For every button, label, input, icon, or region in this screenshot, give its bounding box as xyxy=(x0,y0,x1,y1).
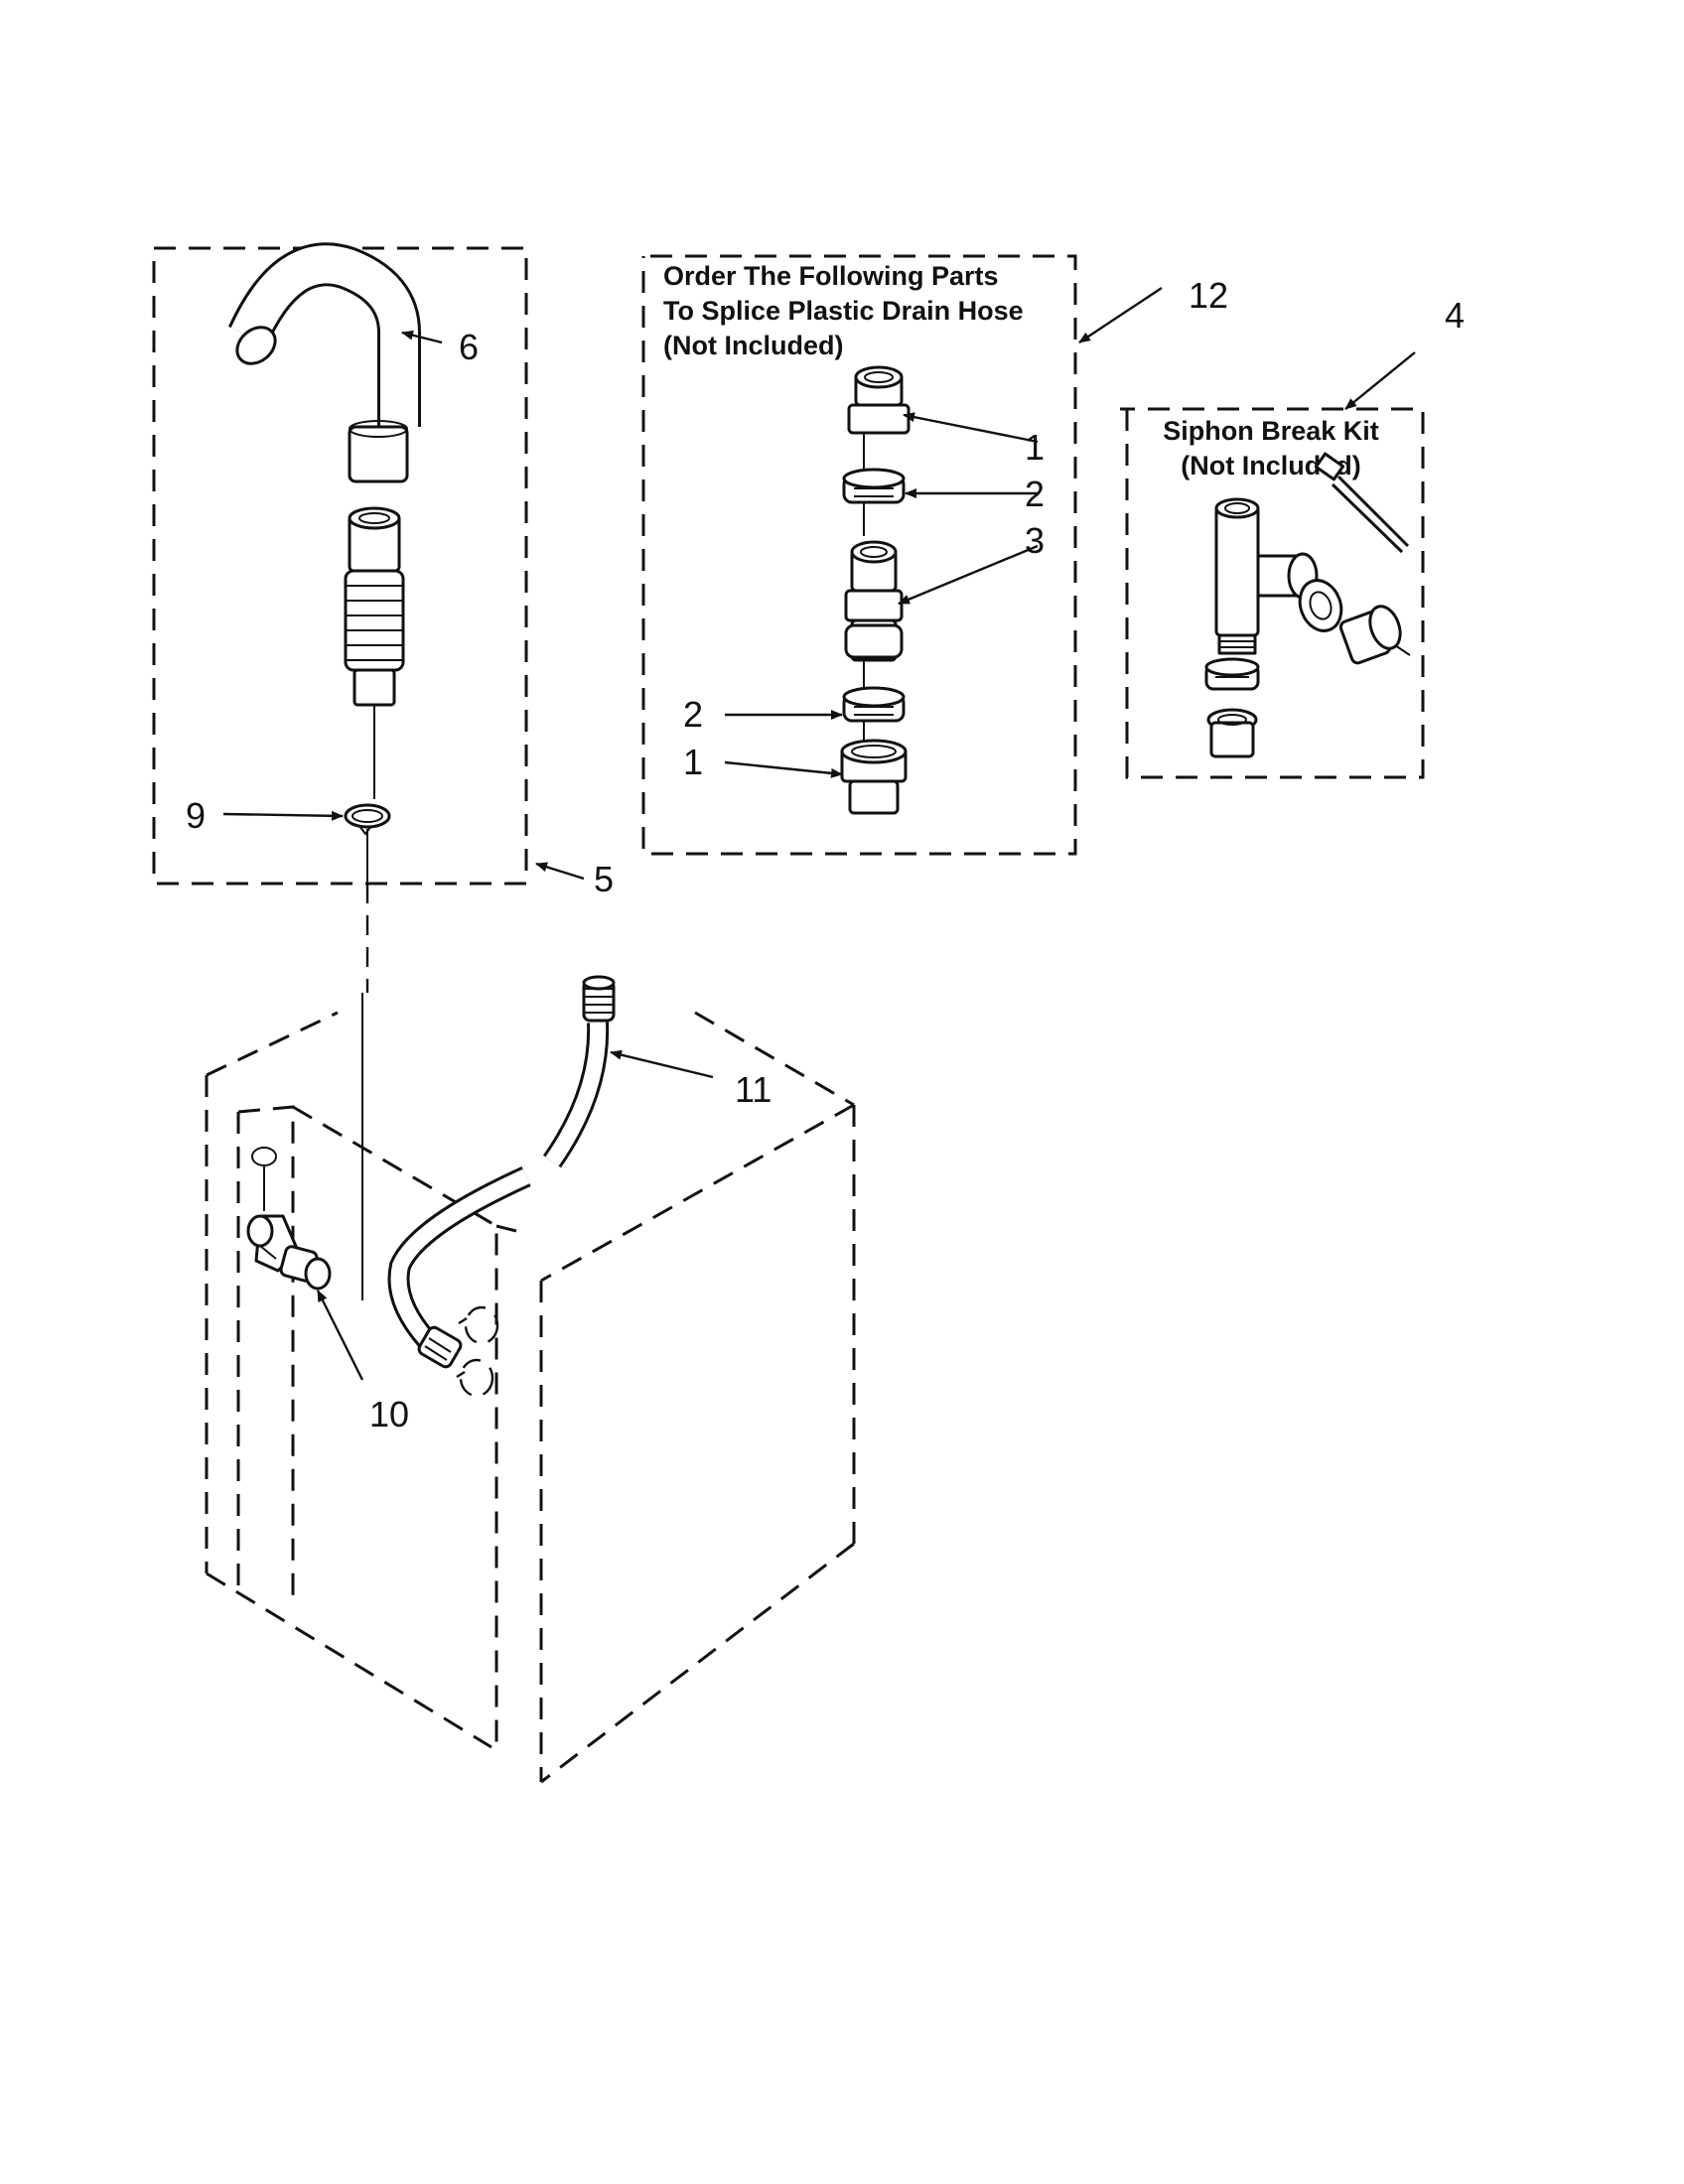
hose-connector xyxy=(844,540,904,695)
splice-box-heading-line1: Order The Following Parts xyxy=(663,261,999,291)
callout-12: 12 xyxy=(1189,275,1228,316)
drain-hose-hook xyxy=(227,242,421,483)
callout-4: 4 xyxy=(1445,295,1465,336)
splice-clamp-top xyxy=(842,468,906,536)
siphon-box-heading-line1: Siphon Break Kit xyxy=(1163,416,1379,446)
hose-coupling-top xyxy=(847,365,911,475)
callout-11: 11 xyxy=(735,1069,772,1110)
cable-tie xyxy=(1314,452,1410,554)
callout-9: 9 xyxy=(186,795,206,836)
callout-2-top: 2 xyxy=(1025,474,1045,514)
splice-box-heading-line3: (Not Included) xyxy=(663,331,843,360)
leader-arrows xyxy=(222,286,1416,1381)
drain-outlet xyxy=(246,1147,332,1291)
splice-parts-boundary xyxy=(641,254,1077,856)
corrugated-hose-end xyxy=(344,506,405,799)
siphon-clamp xyxy=(1204,657,1260,691)
callout-labels: 6 9 5 12 4 1 2 3 2 1 11 10 xyxy=(186,275,1465,1434)
inlet-hose xyxy=(387,975,616,1369)
callout-10: 10 xyxy=(369,1394,409,1434)
siphon-adapter xyxy=(1338,605,1411,665)
water-faucets xyxy=(456,1305,499,1398)
callout-3: 3 xyxy=(1025,520,1045,561)
hose-clamp xyxy=(344,803,391,836)
splice-clamp-bottom xyxy=(842,686,906,745)
callout-2-bottom: 2 xyxy=(683,694,703,735)
washer-cabinet-outline xyxy=(205,1011,856,1784)
callout-6: 6 xyxy=(459,327,479,367)
siphon-coupling xyxy=(1206,708,1258,758)
splice-box-heading-line2: To Splice Plastic Drain Hose xyxy=(663,296,1024,326)
hose-coupling-bottom xyxy=(840,739,908,815)
siphon-break-kit-boundary xyxy=(1120,407,1425,779)
siphon-tee xyxy=(1214,497,1319,655)
siphon-break-kit-box: Siphon Break Kit (Not Included) xyxy=(1120,407,1425,779)
callout-1-bottom: 1 xyxy=(683,742,703,782)
callout-5: 5 xyxy=(594,859,614,899)
standpipe-kit-group xyxy=(152,242,528,886)
splice-parts-box: Order The Following Parts To Splice Plas… xyxy=(641,254,1077,856)
callout-1-top: 1 xyxy=(1025,427,1045,468)
siphon-nut xyxy=(1298,579,1343,632)
